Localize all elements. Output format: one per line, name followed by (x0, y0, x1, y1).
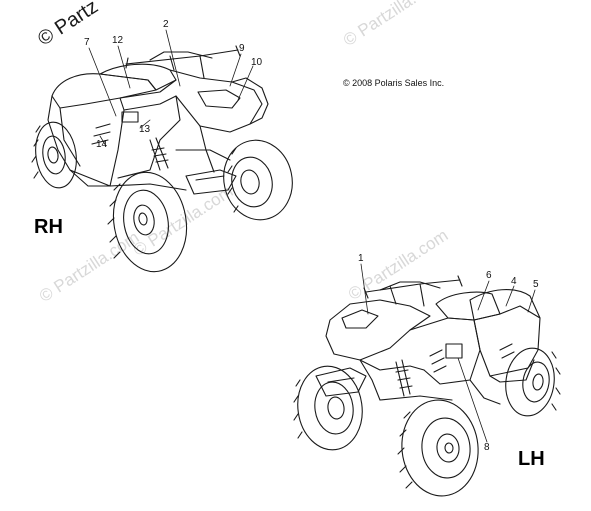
rh-leader-lines (88, 29, 254, 147)
view-label-lh: LH (518, 448, 545, 470)
callout-10: 10 (251, 57, 263, 68)
callout-12: 12 (112, 35, 124, 46)
callout-14: 14 (96, 139, 108, 150)
callout-1: 1 (358, 253, 364, 264)
callout-8: 8 (484, 442, 490, 453)
callout-7: 7 (84, 37, 90, 48)
view-label-rh: RH (34, 216, 63, 238)
callout-2: 2 (163, 19, 169, 30)
callout-13: 13 (139, 124, 151, 135)
callout-9: 9 (239, 43, 245, 54)
copyright-notice: © 2008 Polaris Sales Inc. (343, 78, 445, 88)
atv-rh-illustration (31, 45, 293, 273)
callout-5: 5 (533, 279, 539, 290)
lh-leader-lines (360, 263, 536, 443)
callout-4: 4 (511, 276, 517, 287)
callout-6: 6 (486, 270, 492, 281)
